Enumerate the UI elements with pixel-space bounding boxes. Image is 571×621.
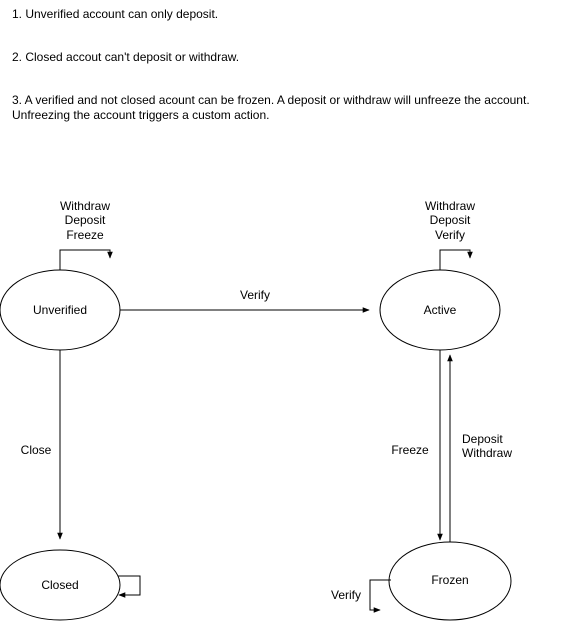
active-self-loop [439, 249, 473, 270]
note-unverified-rule: 1. Unverified account can only deposit. [12, 7, 219, 21]
note-frozen-rule-line1: 3. A verified and not closed acount can … [12, 93, 530, 107]
frozen-self-label-verify: Verify [331, 588, 361, 602]
state-active-label: Active [424, 303, 457, 317]
state-frozen-label: Frozen [431, 573, 468, 587]
closed-self-loop [118, 575, 141, 598]
edge-active-to-frozen-label: Freeze [391, 443, 429, 457]
edge-unverified-to-closed-label: Close [21, 443, 52, 457]
state-unverified-label: Unverified [33, 303, 87, 317]
edge-frozen-to-active-label-withdraw: Withdraw [462, 446, 512, 460]
unverified-self-label-withdraw: Withdraw [60, 199, 110, 213]
state-closed-label: Closed [41, 578, 78, 592]
note-frozen-rule-line2: Unfreezing the account triggers a custom… [12, 108, 270, 122]
active-self-label-withdraw: Withdraw [425, 199, 475, 213]
note-closed-rule: 2. Closed accout can't deposit or withdr… [12, 50, 240, 64]
state-closed[interactable] [0, 549, 121, 621]
unverified-self-label-freeze: Freeze [66, 228, 104, 242]
unverified-self-label-deposit: Deposit [65, 213, 106, 227]
edge-frozen-to-active-label-deposit: Deposit [462, 432, 503, 446]
note-frozen-rule: 3. A verified and not closed acount can … [12, 93, 562, 123]
edge-unverified-to-active-label: Verify [240, 288, 270, 302]
active-self-label-verify: Verify [435, 228, 465, 242]
unverified-self-loop [59, 249, 113, 270]
frozen-self-loop [369, 579, 391, 613]
active-self-label-deposit: Deposit [430, 213, 471, 227]
